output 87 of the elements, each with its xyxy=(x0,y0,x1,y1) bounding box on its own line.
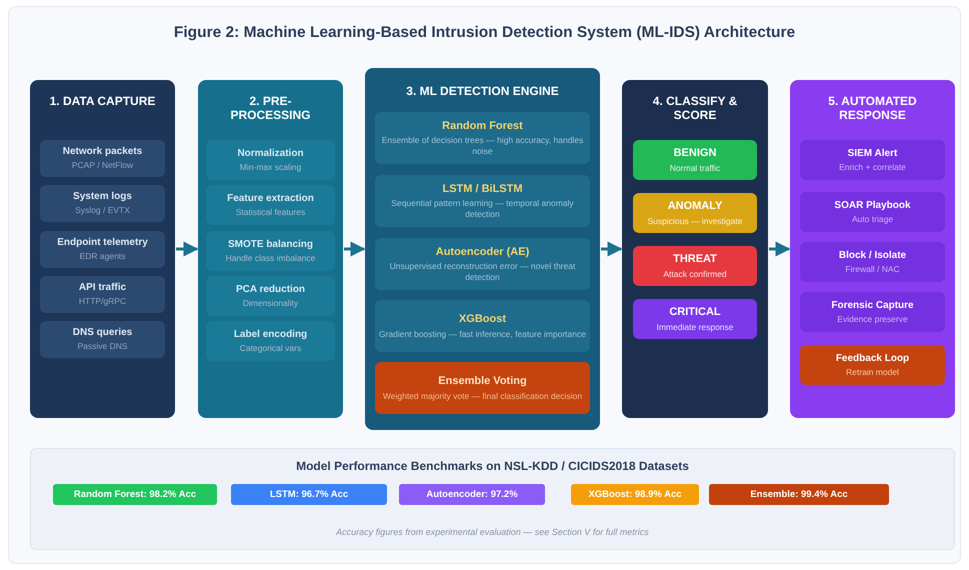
card-title: Label encoding xyxy=(234,328,308,341)
stage-heading: 5. AUTOMATED RESPONSE xyxy=(827,94,918,122)
flow-arrow xyxy=(344,242,366,256)
stage-panel xyxy=(365,68,600,430)
benchmark-panel xyxy=(30,448,955,550)
card-subtitle: Unsupervised reconstruction error — novel threat detection xyxy=(388,261,576,282)
card-title: Autoencoder (AE) xyxy=(436,246,530,260)
badge-label: Autoencoder: 97.2% xyxy=(426,488,518,500)
card-title: SMOTE balancing xyxy=(228,238,313,251)
accuracy-badge xyxy=(231,484,387,505)
card-subtitle: Auto triage xyxy=(850,214,894,224)
step-card xyxy=(40,140,165,177)
flow-arrow xyxy=(601,242,622,256)
card-title: Endpoint telemetry xyxy=(57,237,148,250)
stage-heading: 2. PRE-PROCESSING xyxy=(229,94,312,122)
model-card xyxy=(375,362,590,414)
card-title: System logs xyxy=(73,191,132,204)
card-title: CRITICAL xyxy=(669,306,721,320)
step-card xyxy=(40,231,165,268)
card-subtitle: Syslog / EVTX xyxy=(74,205,131,216)
card-subtitle: Evidence preserve xyxy=(836,314,909,324)
card-title: Feedback Loop xyxy=(836,352,910,365)
badge-label: XGBoost: 98.9% Acc xyxy=(588,488,682,500)
stage-heading: 1. DATA CAPTURE xyxy=(48,94,156,108)
card-title: Feature extraction xyxy=(227,192,314,205)
card-subtitle: Ensemble of decision trees — high accuracy, handles noise xyxy=(380,135,584,156)
card-subtitle: Normal traffic xyxy=(668,162,722,173)
card-title: ANOMALY xyxy=(668,200,722,214)
card-title: THREAT xyxy=(673,253,717,266)
card-title: Normalization xyxy=(237,148,304,160)
card-subtitle: Weighted majority vote — final classification decision xyxy=(382,390,584,401)
card-subtitle: Firewall / NAC xyxy=(844,264,901,274)
card-title: Random Forest xyxy=(442,120,523,134)
card-title: DNS queries xyxy=(72,327,132,340)
card-title: SOAR Playbook xyxy=(834,200,911,212)
card-subtitle: Sequential pattern learning — temporal anomaly detection xyxy=(390,198,575,219)
card-title: SIEM Alert xyxy=(848,148,898,160)
card-subtitle: Attack confirmed xyxy=(662,268,728,279)
flow-arrow xyxy=(176,242,198,256)
card-subtitle: Suspicious — investigate xyxy=(646,216,744,226)
class-card xyxy=(633,193,757,233)
card-title: LSTM / BiLSTM xyxy=(442,183,523,196)
card-subtitle: Handle class imbalance xyxy=(224,252,316,264)
card-title: Forensic Capture xyxy=(831,300,914,312)
card-subtitle: Retrain model xyxy=(845,366,900,378)
stage-panel xyxy=(622,80,768,418)
accuracy-badge xyxy=(709,484,889,505)
card-subtitle: EDR agents xyxy=(78,251,126,262)
card-title: Network packets xyxy=(62,146,142,158)
step-card xyxy=(40,276,165,313)
stage-heading: 3. ML DETECTION ENGINE xyxy=(405,84,560,98)
card-subtitle: Dimensionality xyxy=(242,298,300,308)
card-subtitle: Enrich + correlate xyxy=(838,162,907,172)
card-title: API traffic xyxy=(78,282,126,294)
stage-panel xyxy=(198,80,343,418)
accuracy-badge xyxy=(53,484,217,505)
figure-title: Figure 2: Machine Learning-Based Intrusion Detection System (ML-IDS) Architecture xyxy=(172,24,796,42)
class-card xyxy=(633,140,757,180)
response-card xyxy=(800,345,945,385)
class-card xyxy=(633,299,757,339)
card-title: Ensemble Voting xyxy=(438,375,527,388)
badge-label: Random Forest: 98.2% Acc xyxy=(74,488,196,500)
stage-heading: 4. CLASSIFY & SCORE xyxy=(652,94,738,122)
card-title: Block / Isolate xyxy=(838,250,906,262)
card-subtitle: Statistical features xyxy=(234,206,306,218)
badge-label: Ensemble: 99.4% Acc xyxy=(750,488,848,500)
card-subtitle: PCAP / NetFlow xyxy=(70,160,134,171)
step-card xyxy=(40,321,165,358)
class-card xyxy=(633,246,757,286)
card-subtitle: Gradient boosting — fast inference, feature importance xyxy=(378,328,587,339)
card-subtitle: Categorical vars xyxy=(238,342,302,354)
card-title: BENIGN xyxy=(674,147,716,160)
badge-label: LSTM: 96.7% Acc xyxy=(270,488,348,500)
accuracy-badge xyxy=(571,484,699,505)
card-subtitle: HTTP/gRPC xyxy=(78,296,128,307)
stage-panel xyxy=(790,80,955,418)
panel-heading: Model Performance Benchmarks on NSL-KDD / CICIDS2018 Datasets xyxy=(296,459,689,473)
flow-arrow xyxy=(769,242,790,256)
card-subtitle: Passive DNS xyxy=(76,341,129,352)
card-subtitle: Immediate response xyxy=(655,322,734,332)
card-title: PCA reduction xyxy=(236,284,306,296)
step-card xyxy=(40,185,165,222)
stage-panel xyxy=(30,80,175,418)
card-subtitle: Min-max scaling xyxy=(238,162,302,172)
card-title: XGBoost xyxy=(458,313,506,326)
footnote: Accuracy figures from experimental evaluation — see Section V for full metrics xyxy=(336,527,649,538)
accuracy-badge xyxy=(399,484,545,505)
